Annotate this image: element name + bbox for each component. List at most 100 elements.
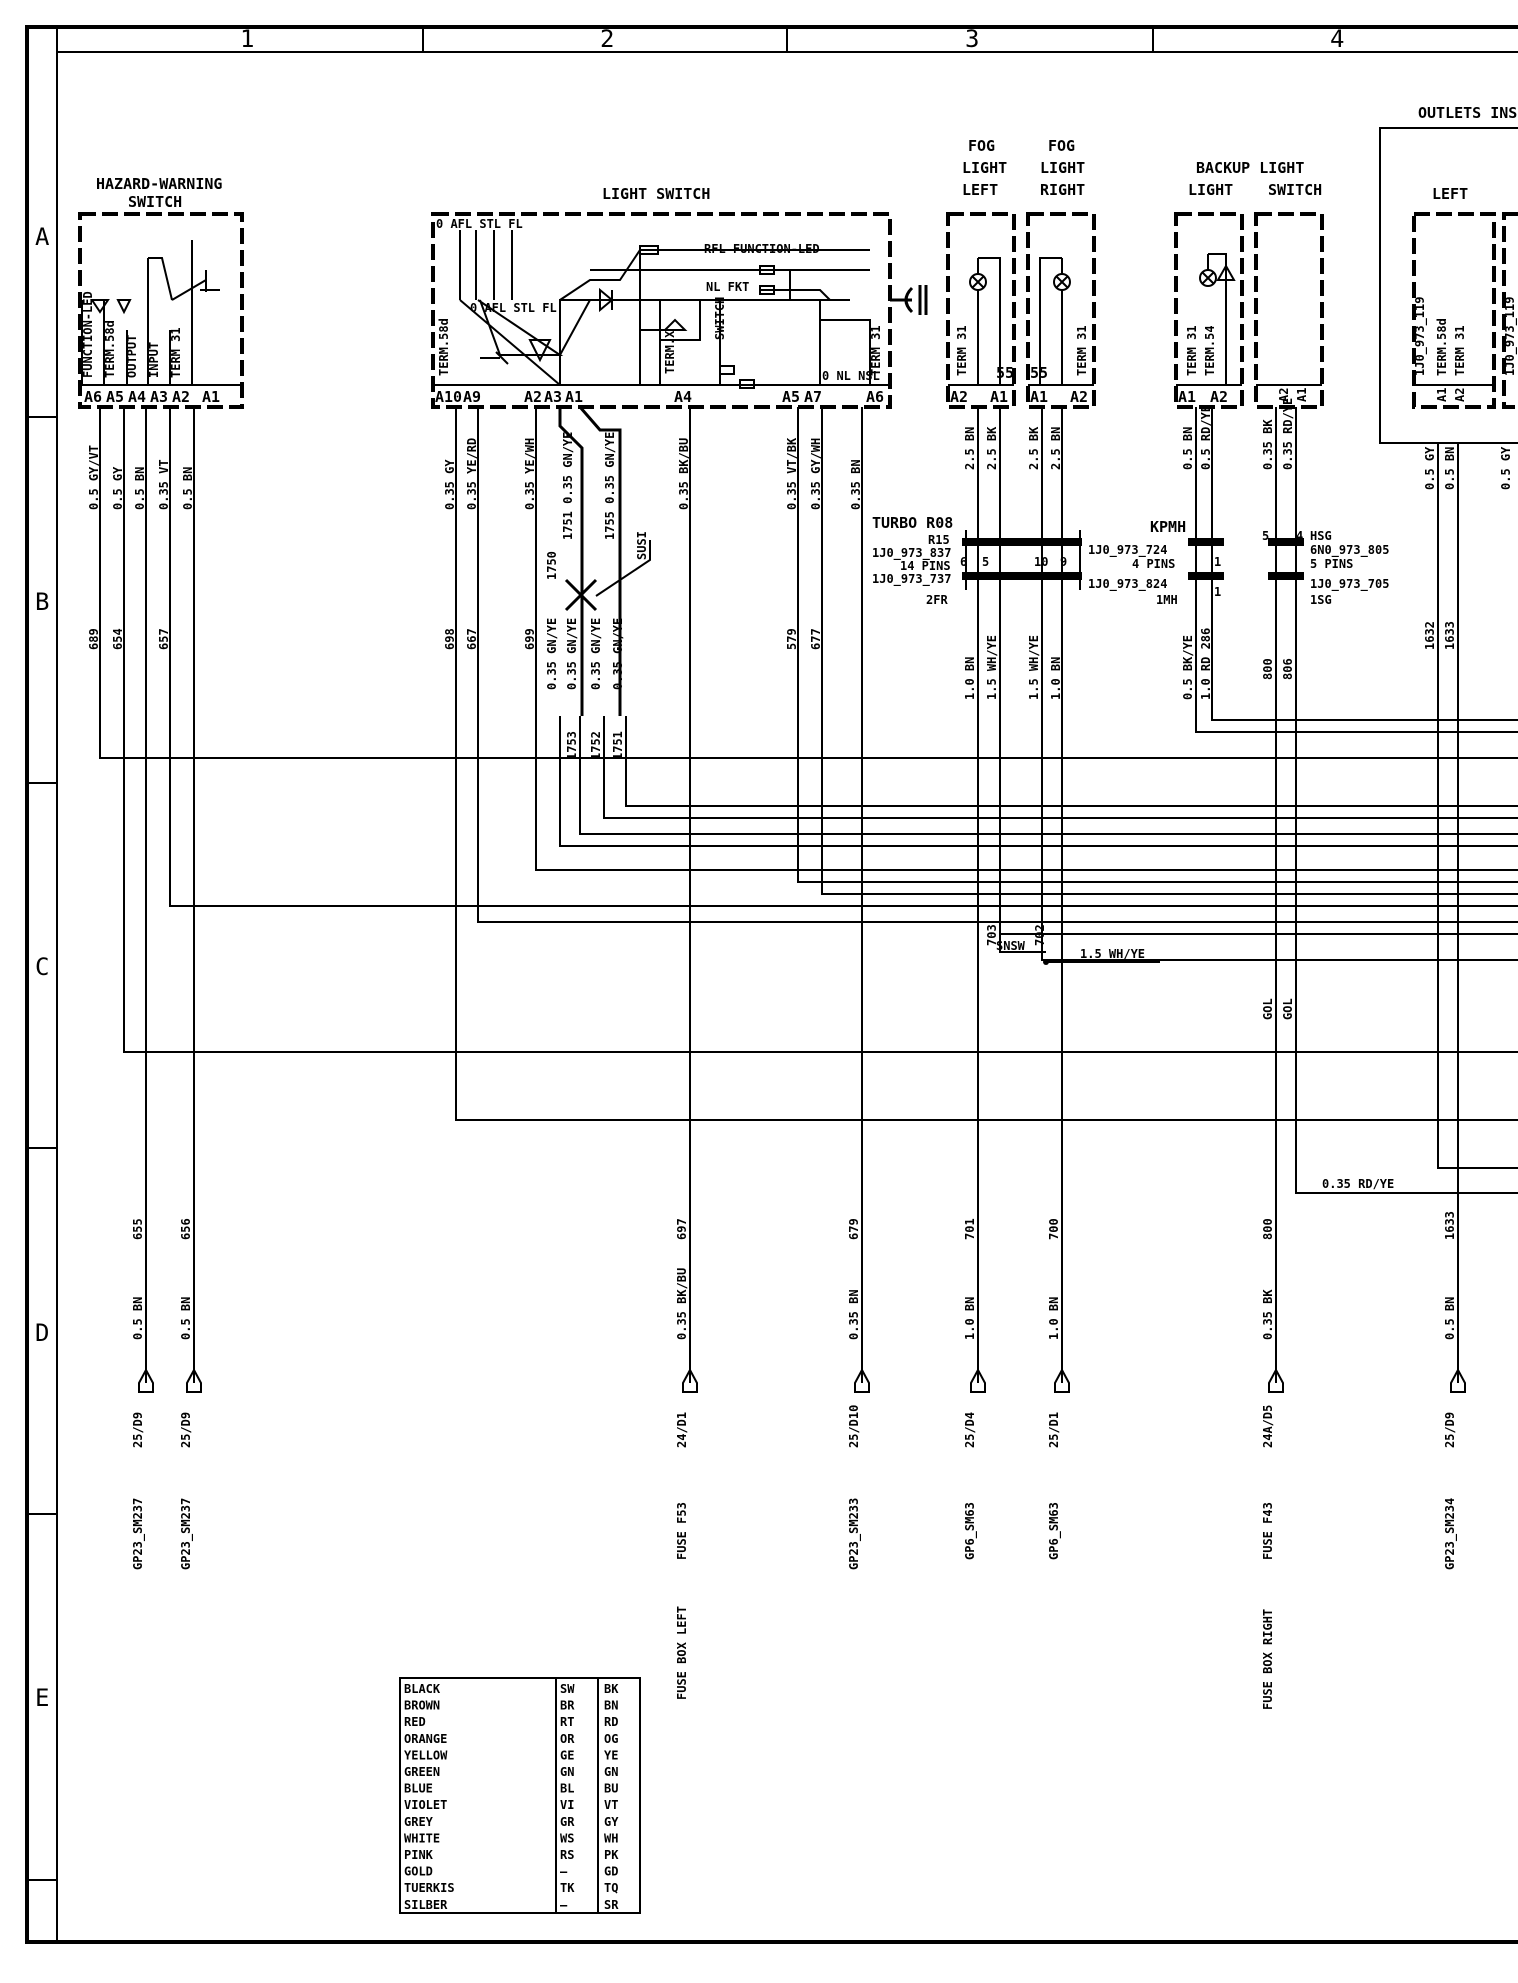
legend-german-code: RS (560, 1848, 574, 1862)
kpmh-part1: 1J0_973_724 (1088, 543, 1167, 558)
row-dividers (27, 416, 57, 1881)
legend-color-name: ORANGE (404, 1732, 447, 1746)
hsg-name: HSG (1310, 529, 1332, 543)
wire-label-ls-a6: 0.35 BN (849, 459, 863, 510)
light-switch-pin-a7: A7 (804, 388, 822, 406)
turbo-pin-5: 5 (982, 555, 989, 569)
hazard-pin-a1: A1 (202, 388, 220, 406)
kpmh-pin-1a: 1 (1214, 555, 1221, 569)
row-label-b: B (35, 588, 49, 616)
wire-label-ls-a5: 0.35 VT/BK (785, 437, 799, 510)
row-label-c: C (35, 953, 49, 981)
column-label-1: 1 (240, 25, 254, 53)
backup-switch-label: SWITCH (1268, 181, 1322, 199)
wire-id-1750: 1750 (545, 551, 559, 580)
wire-label-fog-lower-2: 1.5 WH/YE (985, 635, 999, 700)
row-label-d: D (35, 1319, 49, 1347)
terminal-dest: GP23_SM237 (131, 1498, 146, 1570)
wire-id-699: 699 (523, 628, 537, 650)
wire-label-backup-4: 0.35 RD/YE (1281, 398, 1295, 470)
wire-label-fog-right-a1: 2.5 BK (1027, 426, 1041, 470)
legend-german-code: SW (560, 1682, 575, 1696)
wire-id-654: 654 (111, 628, 125, 650)
turbo-pins: 14 PINS (900, 559, 951, 573)
backup-title: BACKUP LIGHT (1196, 159, 1304, 177)
terminal-wire: 0.5 BN (131, 1297, 145, 1340)
wire-label-fog-lower-4: 1.0 BN (1049, 657, 1063, 700)
fog-right-term31: TERM 31 (1075, 325, 1089, 376)
wire-label-backup-lower-1: 0.5 BK/YE (1181, 635, 1195, 700)
legend-german-code: GE (560, 1748, 574, 1762)
light-switch-label-0nlnsl: 0 NL NSL (822, 369, 880, 383)
legend-color-name: WHITE (404, 1831, 440, 1845)
column-label-2: 2 (600, 25, 614, 53)
legend-english-code: GY (604, 1815, 619, 1829)
light-switch-label-nlfkt: NL FKT (706, 280, 749, 294)
turbo-pin-10: 10 (1034, 555, 1048, 569)
hazard-warning-switch: HAZARD-WARNING SWITCH FUNCTION-LED TERM.… (78, 175, 244, 409)
terminal-ref: 25/D1 (1047, 1412, 1061, 1448)
wire-label-hazard-a4: 0.5 BN (133, 467, 147, 510)
terminal-dest: GP23_SM237 (179, 1498, 194, 1570)
terminal-id: 656 (179, 1218, 193, 1240)
legend-english-code: TQ (604, 1881, 618, 1895)
terminal-697: 697 0.35 BK/BU 24/D1 FUSE F53 FUSE BOX L… (675, 1218, 698, 1700)
wire-id-1753: 1753 (565, 731, 579, 760)
light-switch: LIGHT SWITCH 0 AFL STL FL 0 AFL STL FL R… (431, 185, 928, 409)
light-switch-title: LIGHT SWITCH (602, 185, 710, 203)
fog-right-pin-number: 55 (1030, 364, 1048, 382)
wire-id-1752: 1752 (589, 731, 603, 760)
fog-left-term31: TERM 31 (955, 325, 969, 376)
light-switch-label-termx: TERM.X (663, 330, 677, 374)
splice-wire: 1.5 WH/YE (1080, 947, 1145, 961)
outer-frame (25, 25, 1518, 1944)
wire-id-677: 677 (809, 628, 823, 650)
turbo-r15: R15 (928, 533, 950, 547)
light-switch-pin-a1: A1 (565, 388, 583, 406)
legend-color-name: GOLD (404, 1865, 433, 1879)
legend-english-code: WH (604, 1831, 618, 1845)
legend-german-code: OR (560, 1732, 575, 1746)
turbo-pin-6: 6 (960, 555, 967, 569)
terminal-id: 679 (847, 1218, 861, 1240)
fog-left-title: FOG (968, 137, 995, 155)
hazard-pin-a5: A5 (106, 388, 124, 406)
wire-id-657: 657 (157, 628, 171, 650)
terminal-dest: GP6_SM63 (1047, 1502, 1062, 1560)
hazard-label-term31: TERM 31 (169, 327, 183, 378)
wire-id-1751: 1751 (611, 731, 625, 760)
backup-pin-a1: A1 (1178, 388, 1196, 406)
fog-right-title: FOG (1048, 137, 1075, 155)
legend-german-code: GR (560, 1815, 575, 1829)
terminal-ref: 25/D4 (963, 1412, 977, 1448)
backup-pin-a2: A2 (1210, 388, 1228, 406)
light-switch-pin-a2: A2 (524, 388, 542, 406)
backup-light-switch: BACKUP LIGHT LIGHT SWITCH TERM 31 TERM.5… (1174, 159, 1324, 409)
legend-english-code: GN (604, 1765, 618, 1779)
legend-color-name: YELLOW (404, 1748, 448, 1762)
wire-label-hazard-a3: 0.35 VT (157, 459, 171, 510)
terminal-id: 655 (131, 1218, 145, 1240)
fog-light-left: FOG LIGHT LEFT TERM 31 55 A2 A1 (946, 137, 1016, 409)
terminal-wire: 0.35 BK (1261, 1289, 1275, 1340)
fog-right-light: LIGHT (1040, 159, 1085, 177)
terminal-679: 679 0.35 BN 25/D10 GP23_SM233 (847, 1218, 870, 1570)
light-switch-pin-a9: A9 (463, 388, 481, 406)
wire-label-gnye-2: 0.35 GN/YE (565, 618, 579, 690)
legend-color-name: BLUE (404, 1782, 433, 1796)
terminal-ref: 25/D9 (179, 1412, 193, 1448)
legend-german-code: — (560, 1898, 568, 1912)
legend-english-code: YE (604, 1748, 618, 1762)
terminal-ref: 24A/D5 (1261, 1405, 1275, 1448)
hazard-label-input: INPUT (147, 342, 161, 378)
terminal-dest: FUSE F53 (675, 1502, 689, 1560)
turbo-fr: 2FR (926, 593, 948, 607)
wire-label-fog-left-a1: 2.5 BK (985, 426, 999, 470)
light-switch-label-term58d: TERM.58d (437, 318, 451, 376)
terminal-id: 701 (963, 1218, 977, 1240)
wire-label-ls-a10: 0.35 GY (443, 459, 457, 510)
wire-label-outlets-a1: 0.5 GY (1423, 446, 1437, 490)
wire-label-outlets-next: 0.5 GY (1499, 446, 1513, 490)
terminal-id: 700 (1047, 1218, 1061, 1240)
terminal-wire: 1.0 BN (1047, 1297, 1061, 1340)
